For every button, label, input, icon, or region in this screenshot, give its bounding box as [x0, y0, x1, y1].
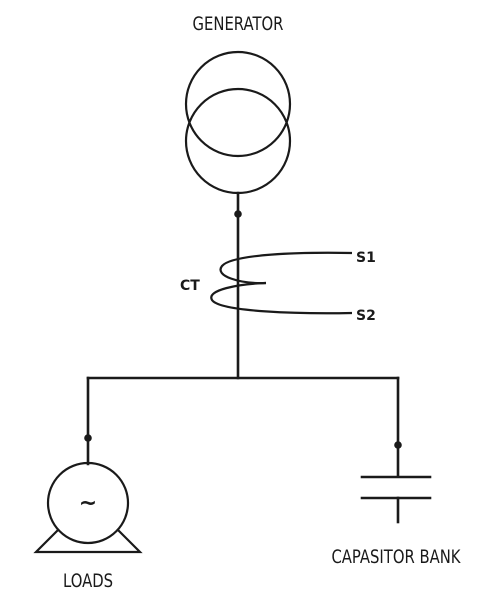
load-motor-base — [33, 529, 143, 554]
generator-label: GENERATOR — [193, 13, 284, 35]
ct-coil-s2-lead — [210, 281, 353, 315]
load-node — [84, 434, 92, 442]
load-motor-symbol — [33, 461, 143, 554]
generator-upper-circle — [184, 50, 292, 158]
ct-label: CT — [180, 278, 200, 294]
generator-symbol — [184, 50, 292, 195]
capacitor-bank-label: CAPASITOR BANK — [331, 546, 461, 568]
load-motor-circle — [46, 461, 130, 545]
current-transformer — [210, 251, 353, 315]
capacitor-node — [394, 441, 402, 449]
s2-terminal-label: S2 — [356, 308, 376, 324]
ct-coil-s1-lead — [219, 251, 353, 285]
loads-label: LOADS — [63, 570, 113, 592]
s1-terminal-label: S1 — [356, 250, 376, 266]
capacitor-symbol — [360, 475, 432, 524]
load-symbol: ~ — [79, 491, 97, 516]
